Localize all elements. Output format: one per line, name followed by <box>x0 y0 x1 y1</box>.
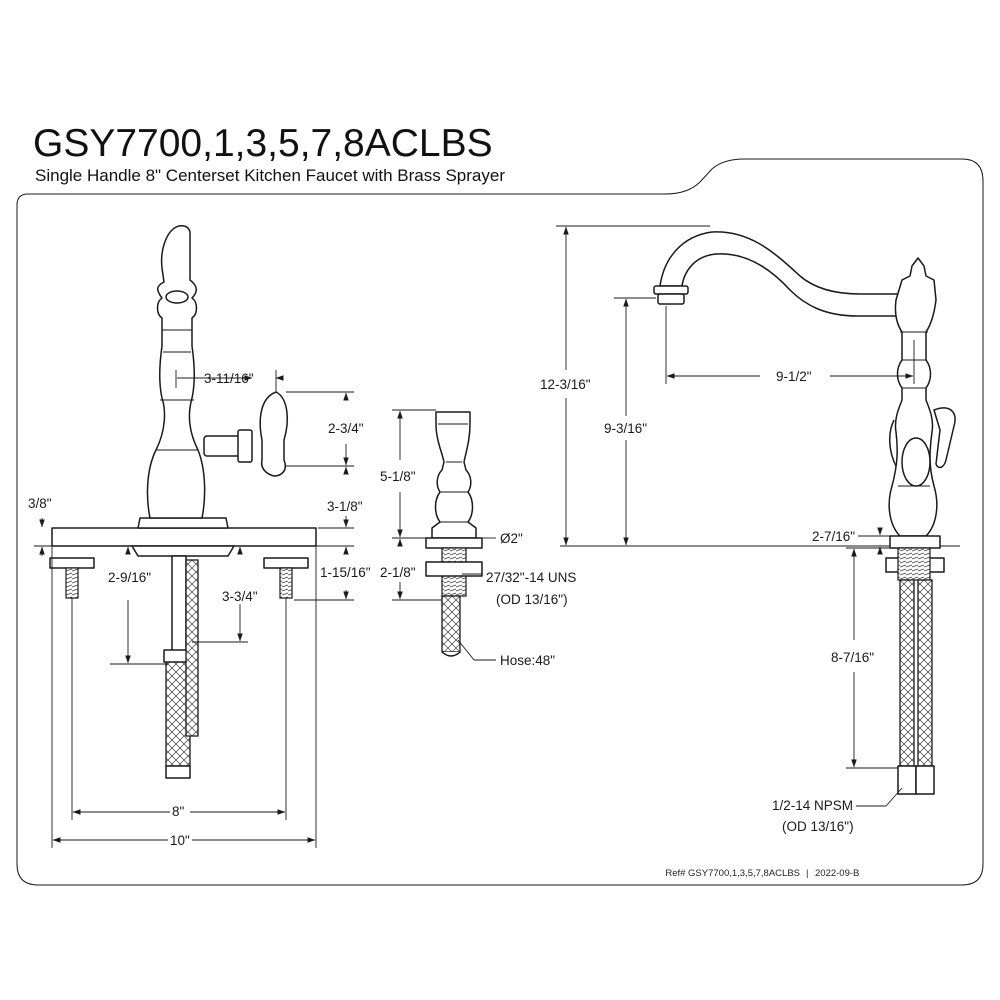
sprayer-view <box>425 411 483 657</box>
dim-supply-thread: 1/2-14 NPSM <box>772 798 853 813</box>
side-view <box>560 231 960 795</box>
front-dimensions <box>34 370 354 848</box>
dim-sprayer-height: 5-1/8" <box>380 469 416 484</box>
subtitle: Single Handle 8" Centerset Kitchen Fauce… <box>35 166 505 185</box>
dim-stub-length: 3-3/4" <box>222 589 258 604</box>
side-dimensions <box>556 225 915 807</box>
supply-hose-right <box>917 579 933 767</box>
dim-overall-height: 12-3/16" <box>540 377 591 392</box>
dim-supply-length: 8-7/16" <box>831 650 874 665</box>
lever-handle <box>203 391 289 477</box>
right-mount-stud <box>263 557 309 599</box>
supply-hose-left <box>899 579 915 767</box>
dim-shank-offset: 2-9/16" <box>108 570 151 585</box>
dim-sprayer-base-diameter: Ø2" <box>500 531 523 546</box>
title: GSY7700,1,3,5,7,8ACLBS <box>33 122 493 165</box>
dim-spout-reach: 9-1/2" <box>776 369 812 384</box>
dim-spout-to-handle: 3-11/16" <box>204 371 254 386</box>
dim-handle-to-deck: 3-1/8" <box>327 499 363 514</box>
dim-spout-clearance: 9-3/16" <box>604 421 647 436</box>
revision: 2022-09-B <box>815 868 859 879</box>
faucet-body-side <box>888 257 938 537</box>
dim-sprayer-shank: 2-1/8" <box>380 565 416 580</box>
dim-plate-width: 10" <box>170 833 190 848</box>
ref-separator: | <box>806 868 808 879</box>
dim-hole-spread: 8" <box>172 804 185 819</box>
dim-sprayer-hose: Hose:48" <box>500 653 555 668</box>
dim-under-deck: 1-15/16" <box>320 565 371 580</box>
sprayer-hose <box>441 595 461 653</box>
deck-plate <box>51 527 317 547</box>
dim-plate-thickness: 3/8" <box>28 496 52 511</box>
left-mount-stud <box>49 557 95 599</box>
spout <box>659 231 901 317</box>
sprayer-head <box>431 411 477 539</box>
dim-base-to-deck: 2-7/16" <box>812 529 855 544</box>
drawing-frame <box>16 158 984 886</box>
dim-sprayer-thread-od: (OD 13/16") <box>496 592 568 607</box>
dim-handle-height: 2-3/4" <box>328 421 364 436</box>
dim-supply-od: (OD 13/16") <box>782 819 854 834</box>
sprayer-dimensions <box>392 409 496 661</box>
dim-sprayer-thread: 27/32"-14 UNS <box>486 570 576 585</box>
front-view <box>49 225 317 779</box>
ref-label: Ref# GSY7700,1,3,5,7,8ACLBS <box>665 868 800 879</box>
